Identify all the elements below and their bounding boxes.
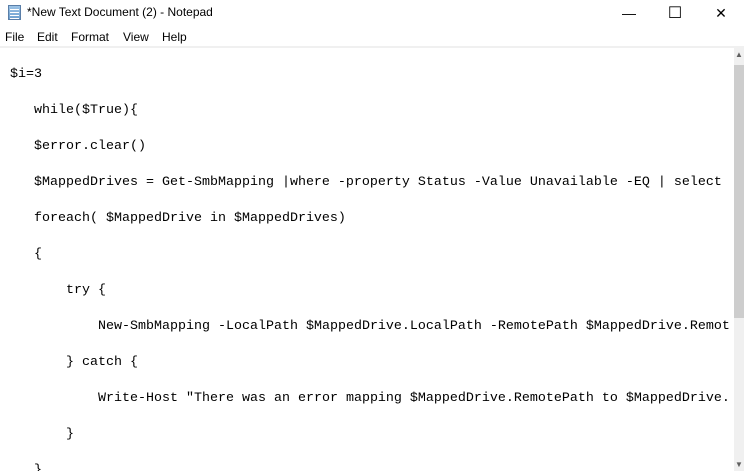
menu-help[interactable]: Help <box>162 30 187 44</box>
code-line: New-SmbMapping -LocalPath $MappedDrive.L… <box>98 319 730 334</box>
menu-bar: File Edit Format View Help <box>0 27 744 47</box>
close-icon: ✕ <box>715 4 727 21</box>
maximize-icon: ☐ <box>667 5 683 22</box>
menu-edit[interactable]: Edit <box>37 30 58 44</box>
code-line: { <box>34 247 42 262</box>
minimize-icon: — <box>622 5 636 21</box>
divider <box>0 46 744 48</box>
scroll-down-icon[interactable]: ▼ <box>735 460 743 469</box>
vertical-scrollbar[interactable]: ▲ ▼ <box>734 48 744 471</box>
code-line: foreach( $MappedDrive in $MappedDrives) <box>34 211 346 226</box>
minimize-button[interactable]: — <box>606 0 652 26</box>
code-line: } <box>66 427 74 442</box>
close-button[interactable]: ✕ <box>698 0 744 26</box>
window-title: *New Text Document (2) - Notepad <box>27 5 213 19</box>
scrollbar-thumb[interactable] <box>734 65 744 318</box>
code-line: $i=3 <box>10 67 42 82</box>
title-bar: *New Text Document (2) - Notepad — ☐ ✕ <box>0 0 744 26</box>
maximize-button[interactable]: ☐ <box>652 0 698 26</box>
menu-file[interactable]: File <box>5 30 25 44</box>
menu-view[interactable]: View <box>123 30 149 44</box>
code-line: } <box>34 463 42 471</box>
code-line: } catch { <box>66 355 138 370</box>
text-editor[interactable]: $i=3 while($True){ $error.clear() $MappedDr… <box>0 48 734 471</box>
scroll-up-icon[interactable]: ▲ <box>735 50 743 59</box>
menu-format[interactable]: Format <box>71 30 110 44</box>
code-line: $error.clear() <box>34 139 146 154</box>
code-line: $MappedDrives = Get-SmbMapping |where -p… <box>34 175 722 190</box>
code-line: try { <box>66 283 106 298</box>
code-line: Write-Host "There was an error mapping $… <box>98 391 730 406</box>
notepad-icon <box>8 5 21 20</box>
code-line: while($True){ <box>34 103 138 118</box>
